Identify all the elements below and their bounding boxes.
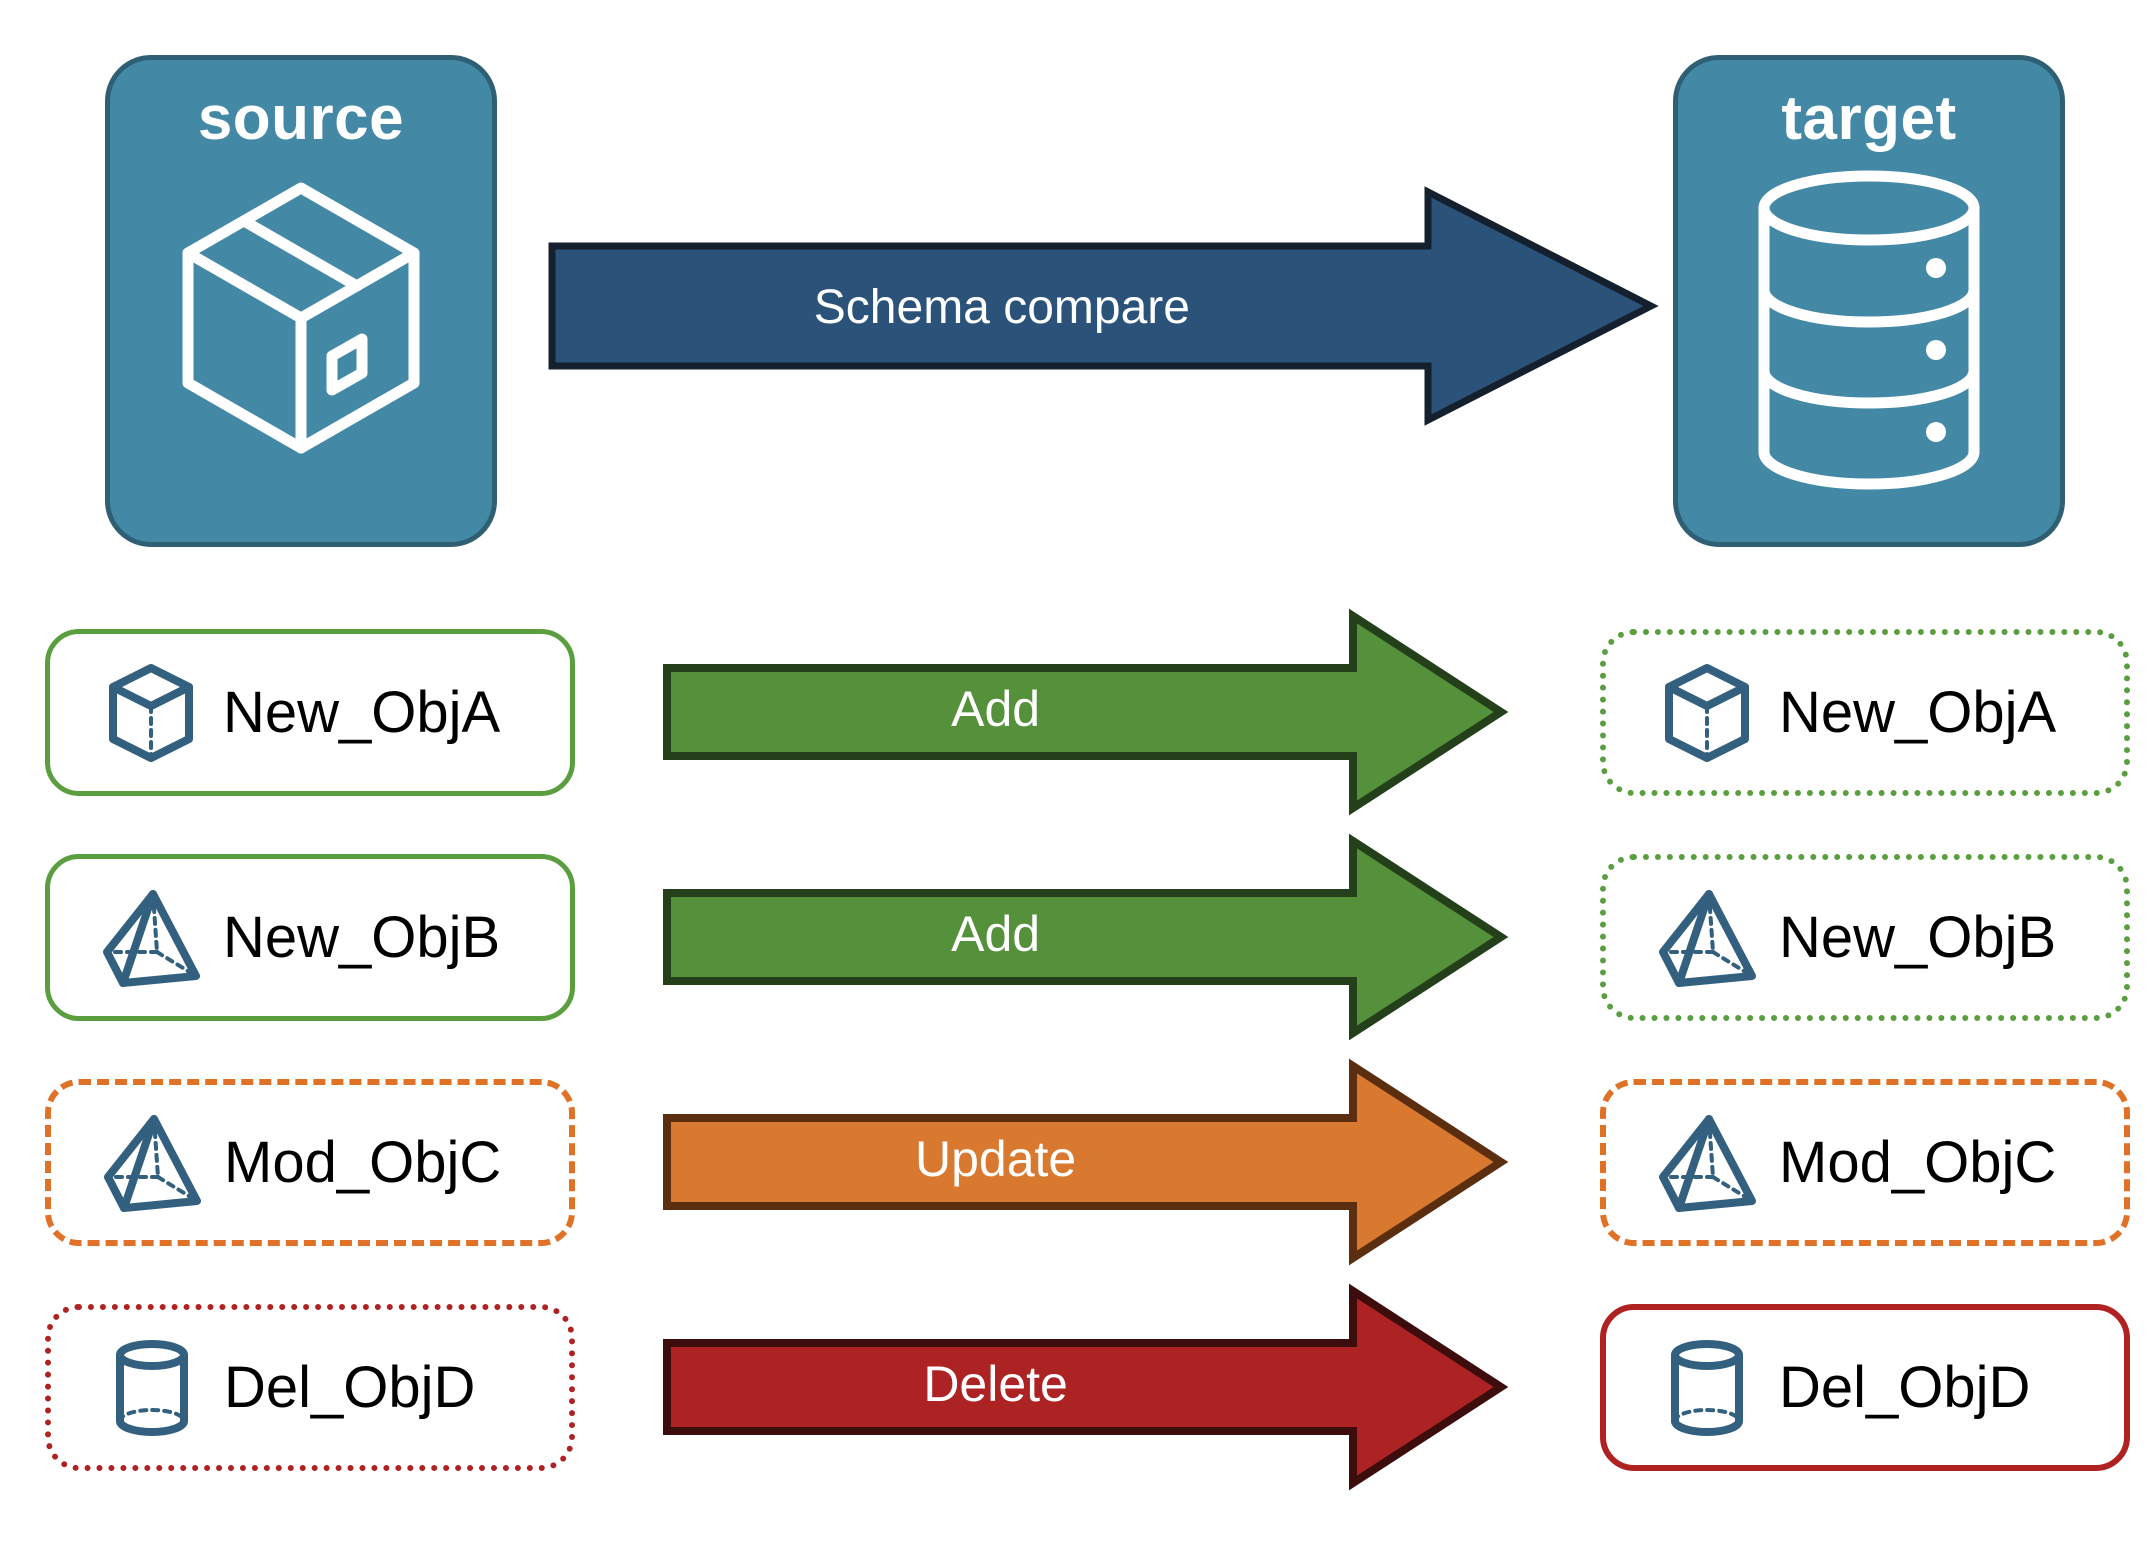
source-object-card[interactable]: New_ObjA [45, 629, 575, 796]
source-object-label: Del_ObjD [224, 1354, 476, 1420]
target-object-card[interactable]: Mod_ObjC [1600, 1079, 2130, 1246]
wireframe-cylinder-icon [106, 1338, 198, 1438]
target-object-card[interactable]: New_ObjA [1600, 629, 2130, 796]
wireframe-pyramid-icon [103, 888, 200, 988]
action-arrow-update: Update [663, 1058, 1509, 1266]
source-title: source [197, 84, 405, 153]
action-arrow-add: Add [663, 833, 1509, 1041]
target-object-label: New_ObjB [1779, 904, 2057, 970]
wireframe-pyramid-icon [104, 1113, 201, 1213]
target-object-label: Del_ObjD [1779, 1354, 2031, 1420]
schema-compare-arrow: Schema compare [548, 186, 1659, 426]
package-box-icon [166, 170, 436, 500]
wireframe-cylinder-icon [1661, 1338, 1753, 1438]
source-panel: source [105, 55, 497, 547]
row-new-obja: New_ObjA Add [0, 608, 2150, 816]
target-object-card[interactable]: Del_ObjD [1600, 1304, 2130, 1471]
target-title: target [1781, 84, 1957, 153]
target-object-label: Mod_ObjC [1779, 1129, 2057, 1195]
source-object-card[interactable]: Mod_ObjC [45, 1079, 575, 1246]
row-mod-objc: Mod_ObjC Update [0, 1058, 2150, 1266]
wireframe-pyramid-icon [1659, 1113, 1756, 1213]
action-arrow-add: Add [663, 608, 1509, 816]
action-arrow-delete: Delete [663, 1283, 1509, 1491]
source-object-label: New_ObjA [223, 679, 501, 745]
database-cylinder-icon [1744, 170, 1994, 490]
source-object-label: New_ObjB [223, 904, 501, 970]
source-object-label: Mod_ObjC [224, 1129, 502, 1195]
wireframe-cube-icon [1661, 663, 1753, 763]
source-object-card[interactable]: New_ObjB [45, 854, 575, 1021]
target-panel: target [1673, 55, 2065, 547]
wireframe-pyramid-icon [1659, 888, 1756, 988]
source-object-card[interactable]: Del_ObjD [45, 1304, 575, 1471]
target-object-label: New_ObjA [1779, 679, 2057, 745]
row-new-objb: New_ObjB Add [0, 833, 2150, 1041]
wireframe-cube-icon [105, 663, 197, 763]
target-object-card[interactable]: New_ObjB [1600, 854, 2130, 1021]
row-del-objd: Del_ObjD Delete Del_ObjD [0, 1283, 2150, 1491]
